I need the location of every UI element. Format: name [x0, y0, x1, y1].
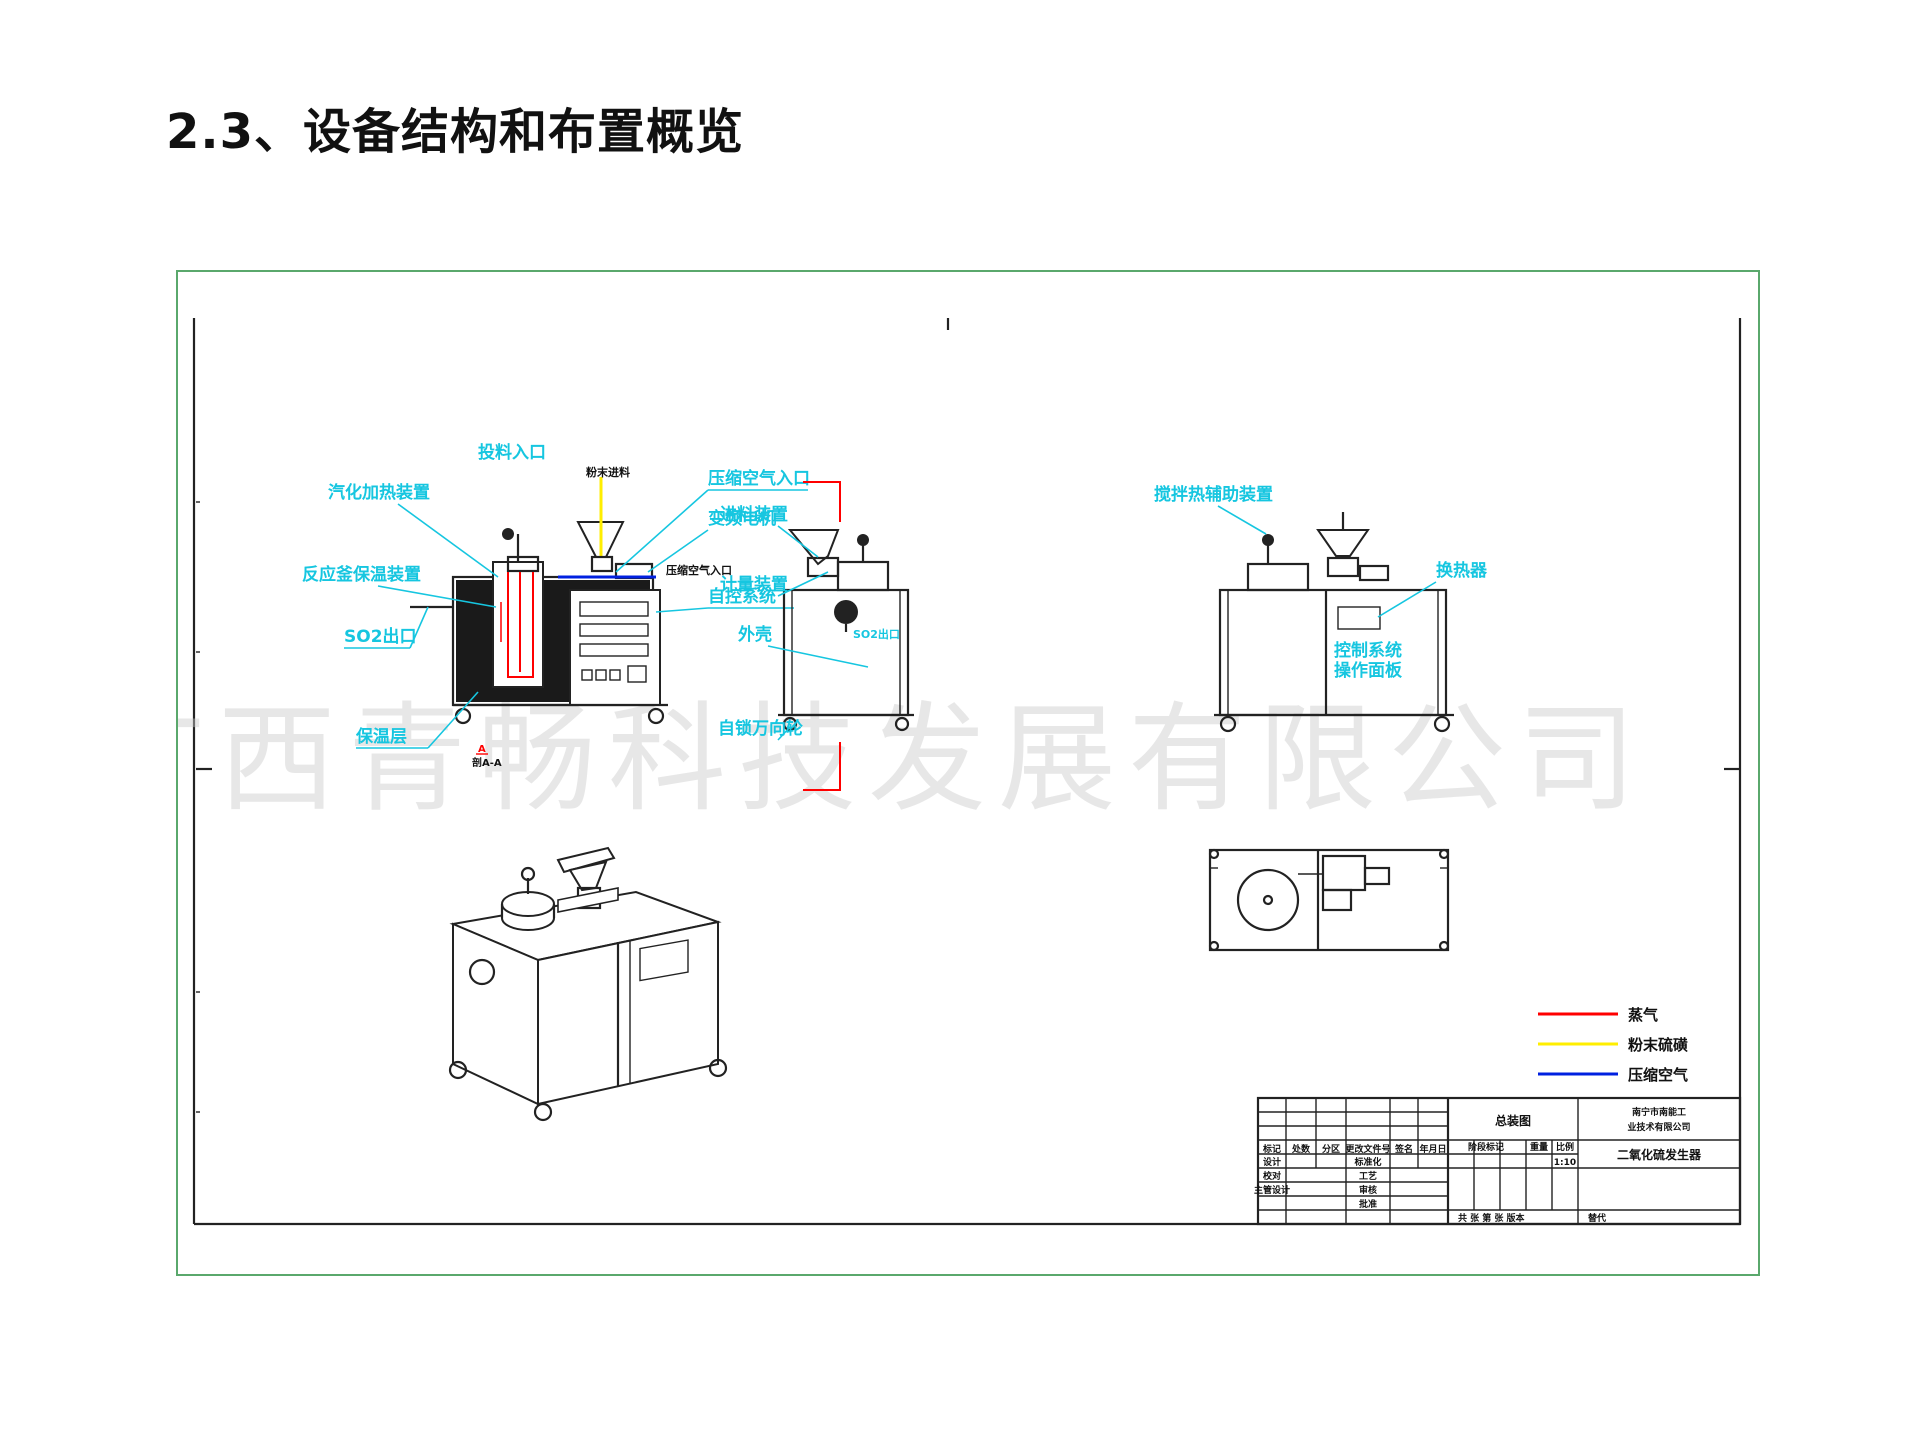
label-so2-outlet-side: SO2出口	[853, 627, 900, 641]
label-insulation: 保温层	[355, 726, 407, 747]
label-heat-exchanger: 换热器	[1436, 560, 1488, 581]
front-view-labels: 投料入口 粉末进料 汽化加热装置 压缩空气入口 变频电机 反应釜保温装置 压缩空…	[302, 442, 810, 769]
legend: 蒸气 粉末硫磺 压缩空气	[1538, 1006, 1688, 1084]
tb-col-process: 工艺	[1359, 1170, 1377, 1182]
label-control-panel-2: 操作面板	[1334, 660, 1403, 681]
tb-header-sign: 签名	[1394, 1143, 1413, 1155]
tb-header-zone: 分区	[1322, 1143, 1340, 1155]
label-feed-inlet: 投料入口	[478, 442, 546, 463]
tb-scale: 1:10	[1554, 1158, 1576, 1168]
tb-ratio-header: 比例	[1556, 1141, 1574, 1153]
watermark: 广西青畅科技发展有限公司	[178, 690, 1648, 828]
tb-row-review: 主管设计	[1254, 1184, 1290, 1196]
label-feed-top-note: 粉末进料	[586, 465, 630, 479]
label-shell: 外壳	[738, 624, 772, 645]
legend-item-powder: 粉末硫磺	[1538, 1036, 1688, 1054]
legend-item-air: 压缩空气	[1538, 1066, 1688, 1084]
side-view	[778, 481, 914, 791]
tb-col-standard: 标准化	[1353, 1156, 1381, 1168]
drawing-name: 总装图	[1495, 1113, 1531, 1128]
label-vaporizer: 汽化加热装置	[328, 482, 430, 503]
label-compressed-air-inlet: 压缩空气入口	[708, 468, 810, 489]
section-mark: A	[478, 744, 486, 755]
label-stirrer: 搅拌热辅助装置	[1154, 484, 1273, 505]
drawing-frame: 广西青畅科技发展有限公司 投料入口	[176, 270, 1760, 1276]
tb-header-mark: 标记	[1262, 1143, 1281, 1155]
tb-stage-header: 阶段标记	[1468, 1141, 1504, 1153]
label-air-note: 压缩空气入口	[666, 563, 732, 577]
label-caster: 自锁万向轮	[718, 718, 803, 739]
tb-col-audit: 审核	[1359, 1184, 1377, 1196]
legend-label: 压缩空气	[1628, 1066, 1688, 1084]
section-mark-note: 剖A-A	[472, 756, 502, 769]
tb-header-change: 更改文件号	[1345, 1143, 1390, 1155]
isometric-view	[448, 846, 728, 1122]
front-view	[410, 477, 668, 725]
company-line-1: 南宁市南能工	[1632, 1106, 1686, 1118]
tb-header-count: 处数	[1291, 1143, 1311, 1155]
label-feeder: 进料装置	[720, 504, 788, 525]
engineering-drawing: 广西青畅科技发展有限公司 投料入口	[178, 318, 1742, 1226]
title-block: 总装图 南宁市南能工 业技术有限公司 二氧化硫发生器 标记 处数 分区 更改文件…	[1254, 1096, 1742, 1226]
label-reactor-temp: 反应釜保温装置	[302, 564, 421, 585]
tb-weight-header: 重量	[1530, 1141, 1548, 1153]
company-line-2: 业技术有限公司	[1627, 1121, 1690, 1133]
tb-row-design: 设计	[1263, 1156, 1281, 1168]
back-view-labels: 搅拌热辅助装置 换热器 控制系统 操作面板	[1154, 484, 1488, 681]
label-control-system: 自控系统	[708, 586, 776, 607]
legend-item-steam: 蒸气	[1538, 1006, 1658, 1024]
label-so2-outlet: SO2出口	[344, 626, 417, 647]
side-view-labels: 进料装置 计量装置 外壳 SO2出口 自锁万向轮	[718, 504, 900, 741]
tb-col-approve: 批准	[1359, 1198, 1377, 1210]
product-name: 二氧化硫发生器	[1617, 1147, 1702, 1162]
top-view	[1208, 848, 1450, 952]
tb-header-date: 年月日	[1419, 1143, 1446, 1155]
label-metering: 计量装置	[720, 574, 788, 595]
label-vfd-motor: 变频电机	[708, 508, 776, 529]
legend-label: 粉末硫磺	[1628, 1036, 1688, 1054]
tb-sheet: 共 张 第 张 版本	[1458, 1212, 1526, 1224]
label-control-panel-1: 控制系统	[1334, 640, 1402, 661]
legend-label: 蒸气	[1628, 1006, 1658, 1024]
back-view	[1214, 512, 1454, 733]
tb-row-check: 校对	[1263, 1170, 1281, 1182]
page-title: 2.3、设备结构和布置概览	[166, 104, 745, 160]
tb-replace: 替代	[1588, 1212, 1606, 1224]
